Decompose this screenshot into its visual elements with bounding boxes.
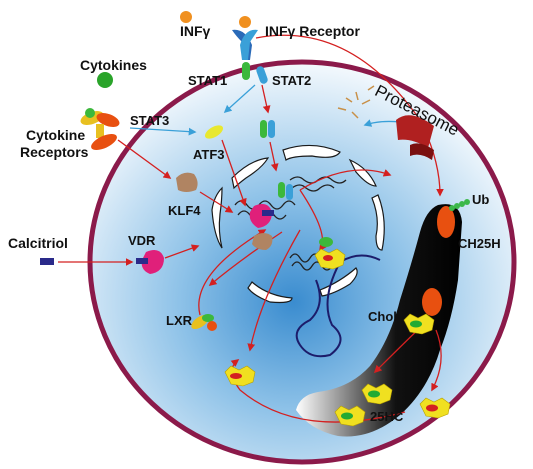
stat1-protein (242, 62, 250, 80)
nuclear-envelope (211, 144, 385, 304)
label-calcitriol: Calcitriol (8, 235, 68, 251)
vdr-protein (141, 250, 164, 274)
label-cytokine-receptors-line1: Cytokine (26, 127, 86, 143)
label-cytokine-receptors-line2: Receptors (20, 144, 89, 160)
label-chol: Chol (368, 309, 397, 324)
ubiquitin-chain (449, 199, 470, 211)
label-lxr: LXR (166, 313, 192, 328)
cytokine-receptor (80, 108, 120, 151)
label-infg-receptor: INFγ Receptor (265, 23, 360, 39)
stat2-protein (256, 66, 268, 84)
sterol-ligands (230, 255, 438, 420)
label-stat3: STAT3 (130, 113, 170, 128)
label-cytokines: Cytokines (80, 57, 147, 73)
proteasome (396, 115, 434, 160)
infg-receptor (232, 29, 258, 60)
lxr-complex (191, 314, 217, 331)
label-ch25h: CH25H (458, 236, 501, 251)
label-stat1: STAT1 (188, 73, 228, 88)
stat1-dimer (260, 120, 267, 138)
vdr-calcitriol (136, 258, 148, 264)
label-klf4: KLF4 (168, 203, 201, 218)
nuclear-stat2 (286, 184, 293, 200)
label-vdr: VDR (128, 233, 156, 248)
label-ub: Ub (472, 192, 490, 207)
nuclear-calcitriol (262, 210, 274, 216)
stat3-protein (204, 125, 224, 139)
nuclear-klf4 (252, 233, 273, 250)
label-infg: INFγ (180, 23, 211, 39)
calcitriol-molecule (40, 258, 54, 265)
nuclear-stat1 (278, 182, 285, 198)
ch25h-protein-1 (437, 206, 455, 238)
cytokine-ligand (97, 72, 113, 88)
label-25hc: 25HC (370, 409, 404, 424)
endoplasmic-reticulum (296, 204, 462, 437)
label-atf3: ATF3 (193, 147, 225, 162)
klf4-protein (176, 172, 198, 192)
degraded-peptides (337, 85, 375, 119)
ch25h-protein-2 (422, 288, 442, 316)
stat2-dimer (268, 120, 275, 138)
red-arrows (58, 34, 444, 423)
label-stat2: STAT2 (272, 73, 312, 88)
infg-ligand-1 (180, 11, 192, 23)
infg-ligand-2 (239, 16, 251, 28)
nuclear-lxr (319, 237, 333, 247)
